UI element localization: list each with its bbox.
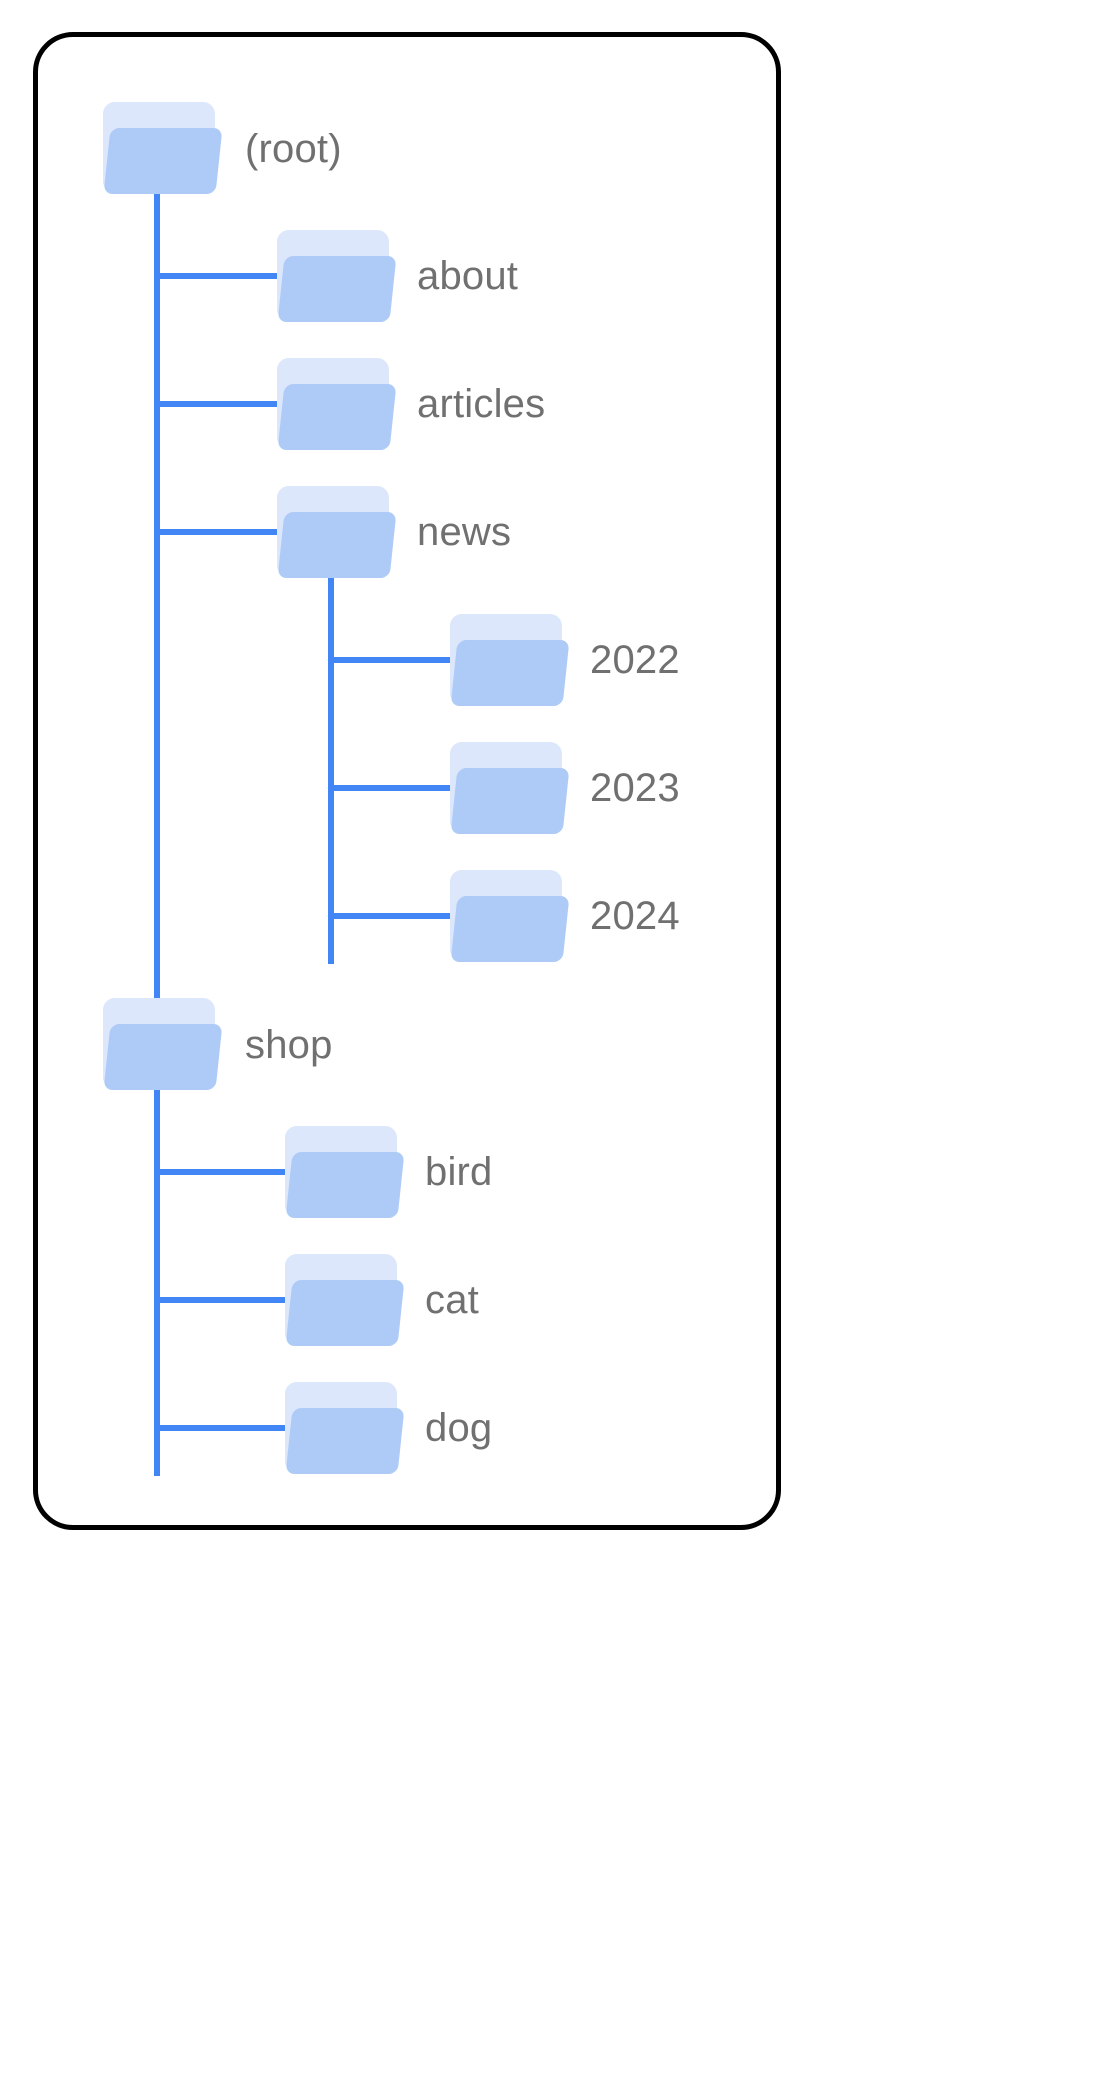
- folder-front: [285, 1280, 405, 1346]
- tree-node-label: dog: [425, 1406, 493, 1450]
- tree-node-label: (root): [245, 127, 342, 171]
- folder-icon: [450, 868, 570, 964]
- tree-node-bird[interactable]: bird: [285, 1124, 493, 1220]
- tree-node-about[interactable]: about: [277, 228, 518, 324]
- folder-front: [277, 384, 397, 450]
- tree-node-shop[interactable]: shop: [103, 996, 333, 1094]
- tree-node-news-2024[interactable]: 2024: [450, 868, 680, 964]
- folder-front: [450, 768, 570, 834]
- tree-node-news[interactable]: news: [277, 484, 511, 580]
- tree-node-articles[interactable]: articles: [277, 356, 545, 452]
- folder-front: [277, 256, 397, 322]
- folder-front: [285, 1152, 405, 1218]
- tree-node-label: 2023: [590, 766, 680, 810]
- tree-node-label: 2024: [590, 894, 680, 938]
- folder-icon: [277, 484, 397, 580]
- tree-node-label: about: [417, 254, 519, 298]
- tree-node-label: bird: [425, 1150, 493, 1194]
- tree-node-news-2022[interactable]: 2022: [450, 612, 680, 708]
- folder-icon: [103, 100, 223, 198]
- tree-node-label: shop: [245, 1023, 333, 1067]
- tree-node-cat[interactable]: cat: [285, 1252, 479, 1348]
- folder-icon: [285, 1252, 405, 1348]
- folder-front: [277, 512, 397, 578]
- folder-front: [450, 896, 570, 962]
- folder-front: [103, 128, 223, 194]
- tree-node-label: 2022: [590, 638, 680, 682]
- folder-front: [103, 1024, 223, 1090]
- tree-node-news-2023[interactable]: 2023: [450, 740, 680, 836]
- tree-node-label: cat: [425, 1278, 479, 1322]
- folder-icon: [103, 996, 223, 1094]
- folder-icon: [285, 1124, 405, 1220]
- tree-node-label: news: [417, 510, 512, 554]
- folder-front: [450, 640, 570, 706]
- folder-icon: [450, 612, 570, 708]
- folder-icon: [277, 228, 397, 324]
- folder-icon: [285, 1380, 405, 1476]
- folder-icon: [450, 740, 570, 836]
- tree-node-root[interactable]: (root): [103, 100, 342, 198]
- folder-front: [285, 1408, 405, 1474]
- tree-node-label: articles: [417, 382, 546, 426]
- folder-icon: [277, 356, 397, 452]
- tree-node-dog[interactable]: dog: [285, 1380, 492, 1476]
